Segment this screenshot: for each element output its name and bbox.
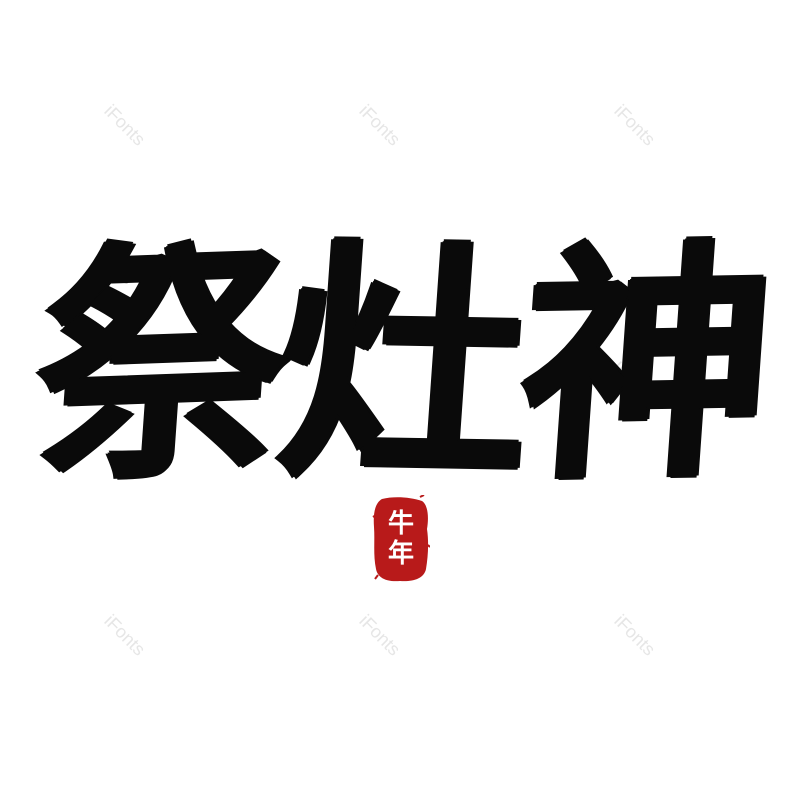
seal-char-nian: 年 — [387, 539, 414, 569]
seal-shape — [372, 495, 430, 582]
title-char-zao: 灶 — [268, 215, 532, 515]
watermark: iFonts — [100, 100, 150, 150]
watermark: iFonts — [355, 610, 405, 660]
seal-char-niu: 牛 — [387, 509, 414, 539]
watermark: iFonts — [355, 100, 405, 150]
watermark: iFonts — [610, 100, 660, 150]
seal-stamp: 牛 年 — [372, 495, 430, 583]
calligraphy-title: 祭 灶 神 — [26, 213, 774, 517]
watermark: iFonts — [610, 610, 660, 660]
title-char-ji: 祭 — [26, 213, 290, 517]
title-char-shen: 神 — [510, 215, 774, 515]
seal-text: 牛 年 — [372, 495, 430, 583]
watermark: iFonts — [100, 610, 150, 660]
